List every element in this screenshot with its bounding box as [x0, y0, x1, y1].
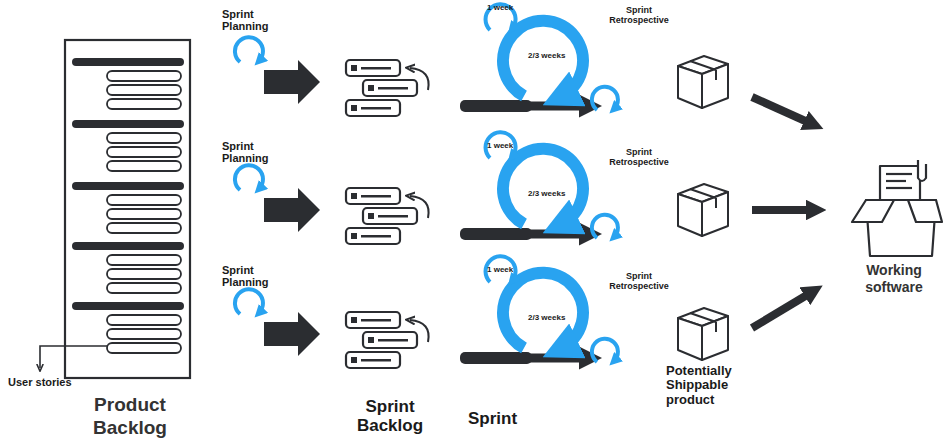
duration-label: 1 week	[487, 142, 513, 151]
node-label: Working software	[846, 262, 942, 296]
working-software: Working software	[846, 150, 942, 300]
sprint-label: Sprint	[468, 410, 517, 429]
retrospective-label: Sprint Retrospective	[606, 148, 672, 168]
duration-label: 2/3 weeks	[528, 52, 565, 61]
node-label: Product Backlog	[60, 394, 200, 440]
sprint-backlog-label: Sprint Backlog	[340, 398, 440, 435]
duration-label: 1 week	[487, 4, 513, 13]
retrospective-label: Sprint Retrospective	[606, 6, 672, 26]
retrospective-label: Sprint Retrospective	[606, 272, 672, 292]
sprint-planning-label: Sprint Planning	[222, 264, 280, 288]
sprint-planning-label: Sprint Planning	[222, 8, 280, 32]
duration-label: 2/3 weeks	[528, 314, 565, 323]
product-backlog: Product Backlog	[60, 36, 200, 441]
duration-label: 2/3 weeks	[528, 190, 565, 199]
sprint-planning-label: Sprint Planning	[222, 140, 280, 164]
shippable-label: Potentially Shippable product	[666, 364, 762, 407]
duration-label: 1 week	[487, 266, 513, 275]
user-stories-label: User stories	[8, 376, 72, 388]
